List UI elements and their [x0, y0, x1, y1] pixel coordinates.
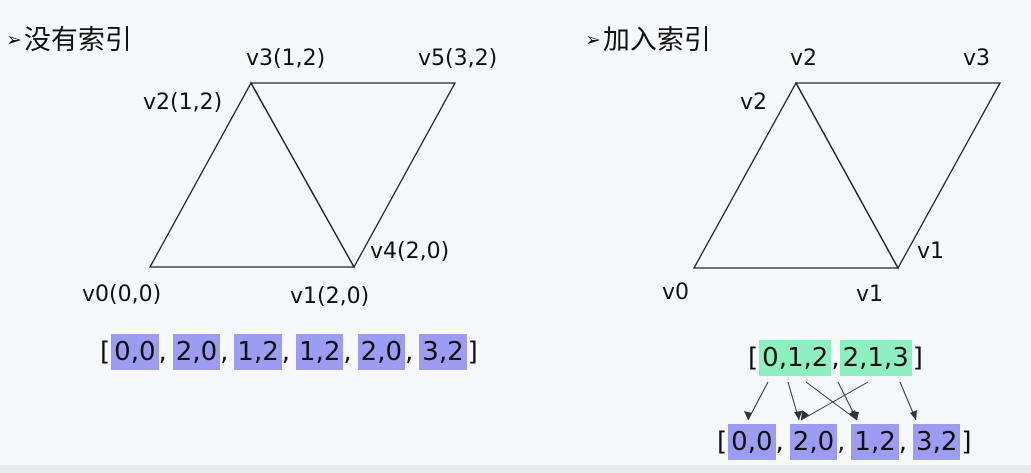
vertex-chip: 3,2	[419, 334, 467, 370]
label-v1-side-right: v1	[917, 239, 945, 264]
open-bracket: [	[717, 427, 728, 457]
right-triangle-2	[794, 82, 1002, 270]
vertex-chip: 2,0	[357, 334, 406, 370]
index-chip: 2,1,3	[839, 340, 912, 376]
index-arrow	[805, 381, 858, 421]
heading-left-text: 没有索引	[23, 25, 132, 56]
index-arrows	[747, 381, 917, 421]
open-bracket: [	[748, 343, 759, 373]
right-vertex-array: [ 0,0, 2,0, 1,2, 3,2 ]	[716, 424, 973, 460]
index-chip: 0,1,2	[759, 340, 832, 376]
index-array: [ 0,1,2, 2,1,3 ]	[747, 340, 924, 376]
vertex-chip: 2,0	[789, 424, 838, 460]
close-bracket: ]	[961, 427, 972, 457]
open-bracket: [	[100, 337, 111, 367]
vertex-chip: 0,0	[111, 334, 159, 370]
label-v3-left: v3(1,2)	[246, 46, 326, 71]
label-v1-left: v1(2,0)	[290, 284, 370, 309]
label-v2-left-right: v2	[740, 90, 768, 115]
vertex-chip: 1,2	[296, 334, 344, 370]
heading-right-text: 加入索引	[602, 25, 711, 56]
bullet-arrow-icon: ➢	[585, 29, 601, 51]
heading-right: ➢加入索引	[585, 26, 711, 58]
vertex-chip: 2,0	[172, 334, 221, 370]
close-bracket: ]	[912, 343, 923, 373]
left-vertex-array: [ 0,0, 2,0, 1,2, 1,2, 2,0, 3,2 ]	[99, 334, 479, 370]
heading-left: ➢没有索引	[6, 26, 132, 58]
vertex-chip: 3,2	[913, 424, 961, 460]
vertex-chip: 1,2	[234, 334, 282, 370]
left-triangle-2	[249, 82, 457, 269]
label-v0-left: v0(0,0)	[82, 282, 162, 307]
bottom-strip	[0, 465, 1031, 473]
label-v4-left: v4(2,0)	[370, 239, 450, 264]
index-arrow	[800, 381, 869, 421]
close-bracket: ]	[467, 337, 478, 367]
label-v2-left: v2(1,2)	[143, 90, 223, 115]
vertex-chip: 0,0	[728, 424, 776, 460]
label-v5-left: v5(3,2)	[418, 46, 498, 71]
bullet-arrow-icon: ➢	[6, 29, 22, 51]
right-triangle-1	[692, 81, 900, 269]
vertex-chip: 1,2	[851, 424, 899, 460]
label-v2-top-right: v2	[790, 46, 818, 71]
label-v0-right: v0	[662, 280, 690, 305]
label-v3-right: v3	[963, 46, 991, 71]
index-arrowheads	[744, 410, 917, 420]
label-v1-bottom-right: v1	[856, 282, 884, 307]
